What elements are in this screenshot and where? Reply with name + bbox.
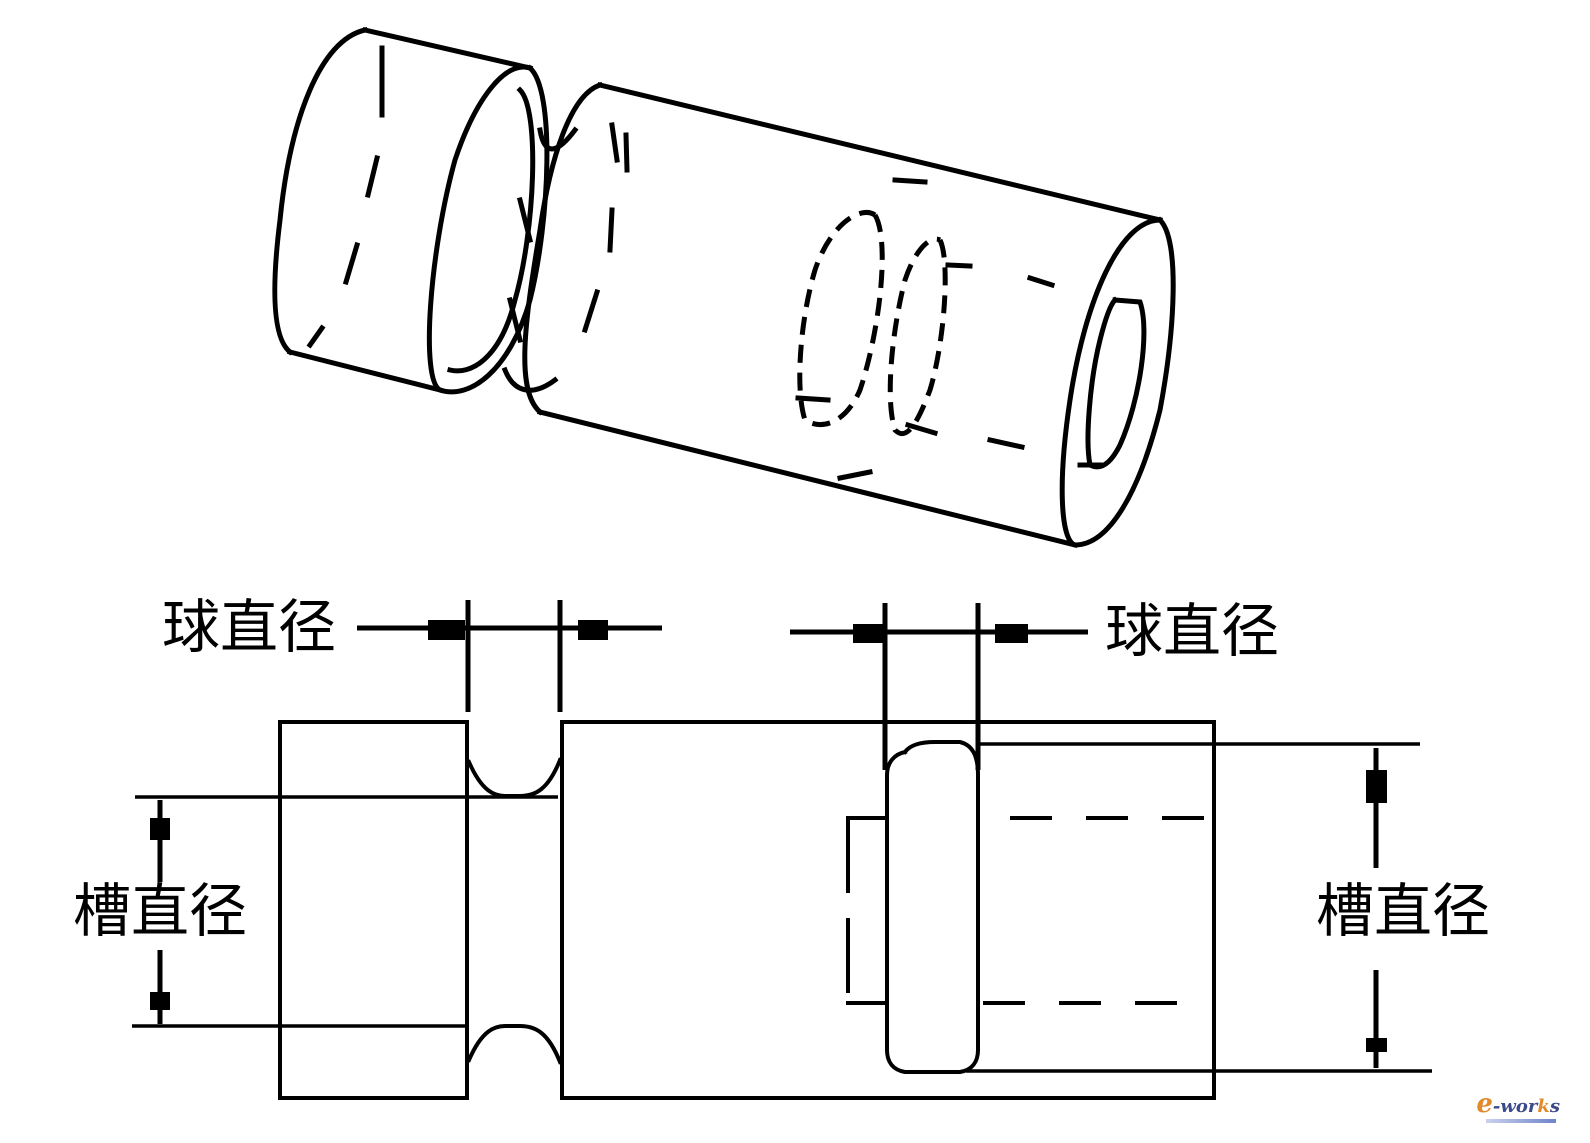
iso-left-cylinder <box>272 27 550 395</box>
dimension-ball-diameter-left <box>357 600 662 712</box>
dimension-ball-diameter-right <box>790 603 1088 770</box>
groove-profile-bottom <box>466 1024 563 1065</box>
arrowhead-up <box>150 818 170 840</box>
arrowhead-down <box>150 992 170 1010</box>
front-view <box>132 600 1432 1100</box>
watermark-text-main: -wor <box>1492 1096 1538 1117</box>
watermark-text-suffix: s <box>1549 1096 1560 1117</box>
label-groove-diameter-left: 槽直径 <box>73 877 248 945</box>
dimension-groove-diameter-left <box>132 795 558 1028</box>
arrowhead-left <box>578 620 608 640</box>
watermark-text-accent: k <box>1537 1096 1550 1117</box>
iso-hidden-line <box>607 207 615 253</box>
label-ball-diameter-right: 球直径 <box>1105 597 1280 665</box>
arrowhead-down <box>1366 1038 1387 1052</box>
label-ball-diameter-left: 球直径 <box>162 593 337 661</box>
iso-hidden-line <box>306 324 326 349</box>
watermark-prefix: e <box>1476 1089 1493 1119</box>
eworks-watermark: e-works <box>1476 1089 1560 1119</box>
iso-hidden-line <box>342 241 361 286</box>
dimension-groove-diameter-right <box>966 742 1432 1073</box>
left-body-outline <box>278 720 469 1100</box>
arrowhead-right <box>853 624 883 643</box>
iso-hidden-line <box>581 288 601 334</box>
ball-pocket-outline <box>885 740 980 1074</box>
iso-hidden-line <box>609 122 620 163</box>
groove-profile-top <box>466 757 563 798</box>
isometric-view <box>272 27 1176 549</box>
label-groove-diameter-right: 槽直径 <box>1316 877 1491 945</box>
arrowhead-up <box>1366 770 1387 803</box>
main-body-outline <box>560 720 1216 1100</box>
iso-main-cylinder <box>522 81 1176 549</box>
iso-ball-pocket <box>795 177 1056 481</box>
iso-hidden-line <box>364 154 381 199</box>
arrowhead-left <box>995 624 1028 643</box>
arrowhead-right <box>428 620 465 640</box>
iso-hidden-line <box>623 132 630 173</box>
watermark-underline <box>1486 1119 1556 1123</box>
